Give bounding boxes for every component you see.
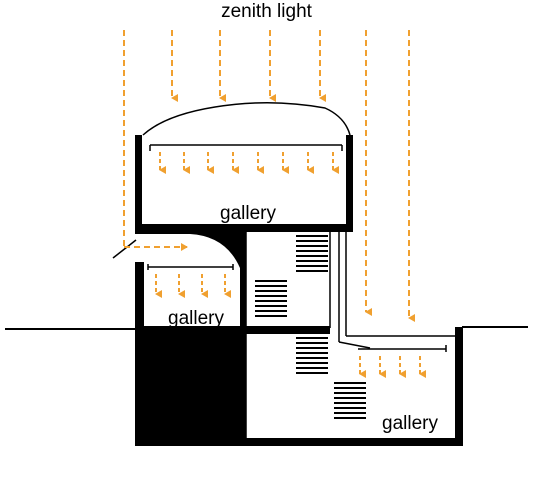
middle-left-wall <box>135 262 144 328</box>
lower-floor-slab <box>135 438 463 446</box>
light-scoop-roof <box>135 232 246 328</box>
middle-gallery-label: gallery <box>168 308 224 329</box>
lower-gallery-label: gallery <box>382 413 438 434</box>
foundation-block <box>135 328 246 446</box>
upper-gallery <box>135 101 353 232</box>
upper-gallery-label: gallery <box>220 203 276 224</box>
upper-right-wall <box>346 135 353 230</box>
lower-diffused-light <box>359 356 426 378</box>
zenith-light-rays <box>123 30 415 322</box>
lower-gallery <box>135 232 463 446</box>
upper-floor-slab <box>135 224 353 232</box>
skylight-roof <box>142 101 351 136</box>
lower-right-wall <box>455 327 463 446</box>
middle-gallery <box>112 232 246 328</box>
mid-floor-slab <box>246 326 330 334</box>
stair-treads <box>255 235 366 419</box>
upper-left-wall <box>135 135 142 230</box>
light-scoop-lip <box>112 239 137 259</box>
diagram-title: zenith light <box>221 1 312 22</box>
upper-diffused-light <box>159 152 339 174</box>
ground-line <box>5 326 528 330</box>
middle-diffused-light <box>155 274 231 298</box>
